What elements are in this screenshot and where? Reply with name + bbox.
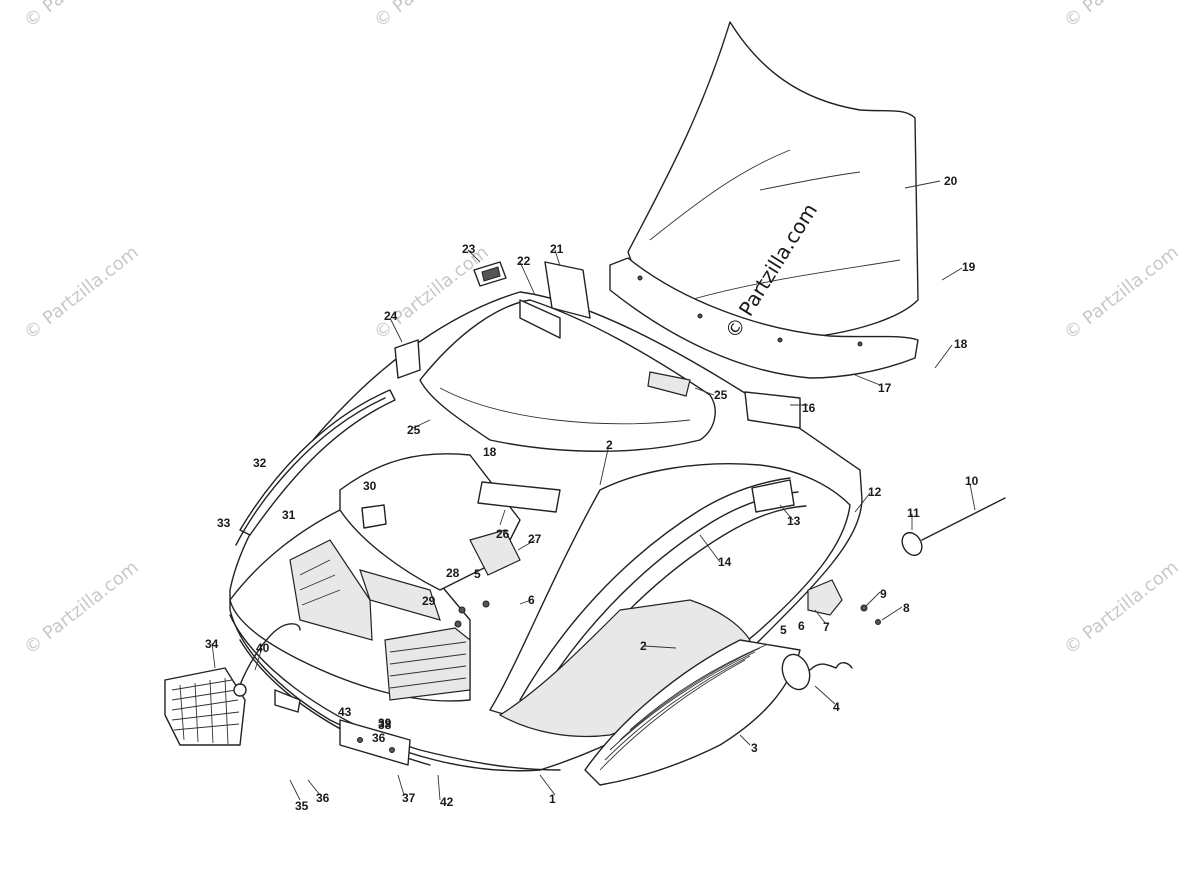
callout-40: 40 [256,641,270,655]
callout-4: 4 [833,700,840,714]
callout-5: 5 [780,623,787,637]
callout-28: 28 [446,566,460,580]
emblem [781,653,853,691]
watermark: © Partzilla.com [1060,557,1182,659]
callout-38: 38 [378,718,392,732]
callout-8: 8 [903,601,910,615]
headlight [164,667,246,746]
callout-24: 24 [384,309,398,323]
watermark: © Partzilla.com [1060,0,1182,32]
callout-5: 5 [474,567,481,581]
side-trim [235,389,396,546]
callout-33: 33 [217,516,231,530]
callout-12: 12 [868,485,882,499]
callout-25: 25 [407,423,421,437]
callout-9: 9 [880,587,887,601]
leader-lines [211,180,976,801]
callout-6: 6 [798,619,805,633]
callout-20: 20 [944,174,958,188]
callout-2: 2 [640,639,647,653]
callout-29: 29 [422,594,436,608]
callout-7: 7 [823,620,830,634]
callout-39: 39 [378,716,392,730]
callout-18: 18 [954,337,968,351]
callout-34: 34 [205,637,219,651]
side-louver-panel [584,639,801,786]
callout-2: 2 [606,438,613,452]
watermark: © Partzilla.com [20,242,142,344]
callout-21: 21 [550,242,564,256]
callout-36: 36 [372,731,386,745]
mount-bracket [274,689,411,766]
callout-30: 30 [363,479,377,493]
windshield [609,21,919,379]
callout-26: 26 [496,527,510,541]
hood-latch [807,579,881,625]
callout-13: 13 [787,514,801,528]
callout-19: 19 [962,260,976,274]
callout-25: 25 [714,388,728,402]
callout-17: 17 [878,381,892,395]
hood-body [229,291,863,772]
callout-3: 3 [751,741,758,755]
top-hardware [394,261,801,429]
callout-31: 31 [282,508,296,522]
watermark: © Partzilla.com [370,0,492,32]
callout-35: 35 [295,799,309,813]
watermark: © Partzilla.com [1060,242,1182,344]
callout-10: 10 [965,474,979,488]
front-grille [384,627,471,701]
callout-22: 22 [517,254,531,268]
callout-11: 11 [907,506,920,520]
callout-labels: 1 2 2 3 4 5 5 6 6 7 8 9 10 11 12 13 14 1… [205,174,979,813]
headlight-wire [239,623,301,686]
callout-16: 16 [802,401,816,415]
center-hardware [361,479,795,628]
callout-18: 18 [483,445,497,459]
callout-43: 43 [338,705,352,719]
watermark: © Partzilla.com [20,0,142,32]
watermark: © Partzilla.com [20,557,142,659]
callout-37: 37 [402,791,416,805]
antenna-mount [901,497,1006,557]
callout-23: 23 [462,242,476,256]
headlight-socket [233,683,247,697]
callout-27: 27 [528,532,542,546]
callout-32: 32 [253,456,267,470]
callout-42: 42 [440,795,454,809]
callout-6: 6 [528,593,535,607]
callout-1: 1 [549,792,556,806]
callout-14: 14 [718,555,732,569]
callout-36: 36 [316,791,330,805]
